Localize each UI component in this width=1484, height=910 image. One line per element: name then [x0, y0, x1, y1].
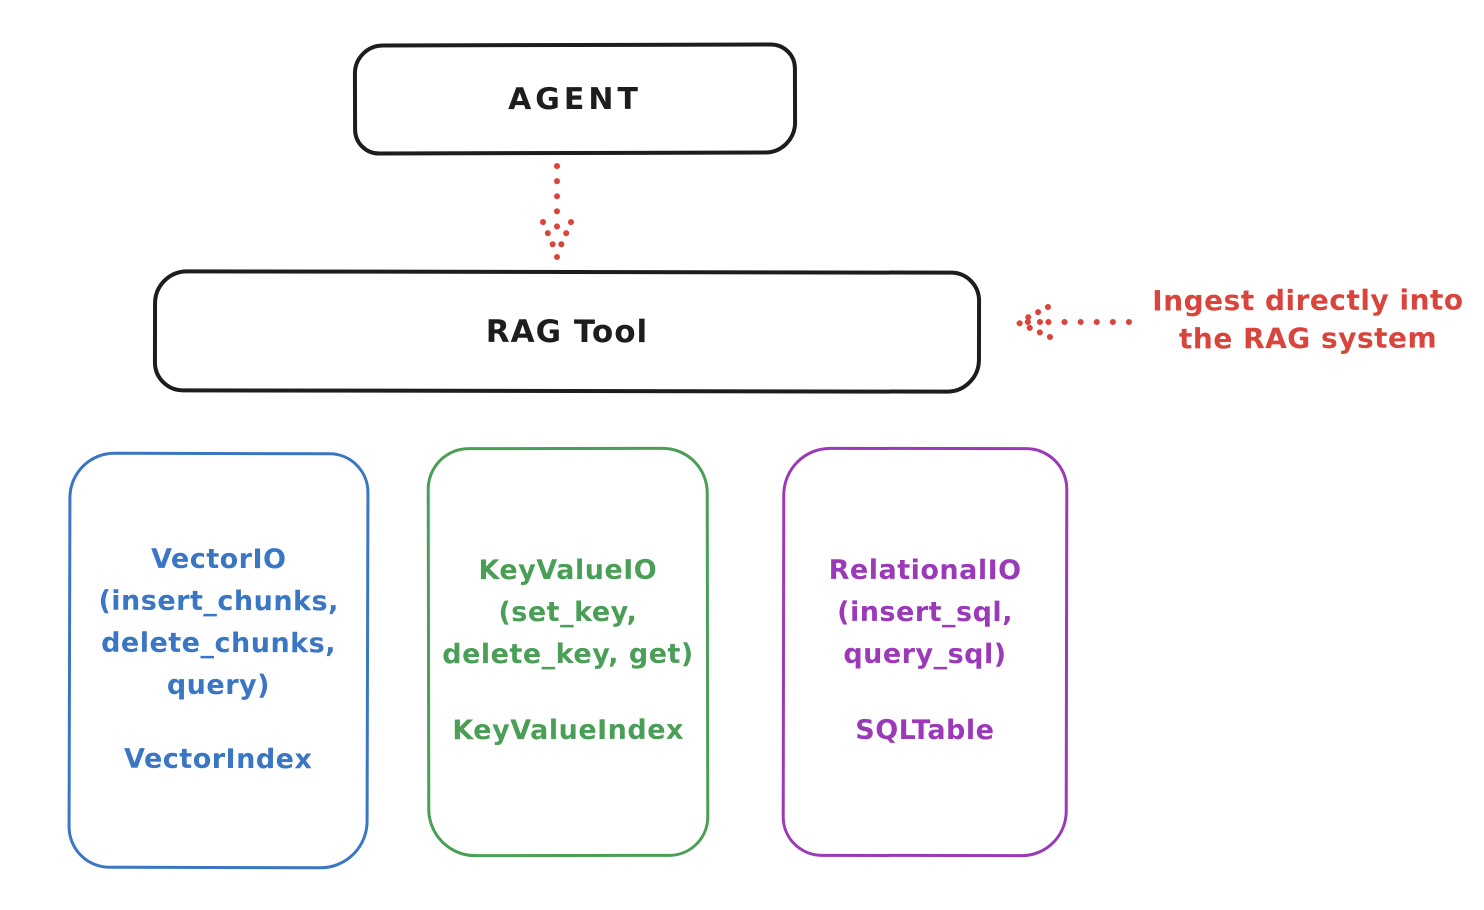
- agent-label: AGENT: [508, 81, 642, 117]
- vector-io-line-4: query): [166, 669, 271, 702]
- ingest-annotation: Ingest directly into the RAG system: [1138, 281, 1478, 358]
- relational-io-box: RelationalIO (insert_sql, query_sql) SQL…: [781, 446, 1069, 858]
- agent-box: AGENT: [352, 42, 798, 156]
- vector-io-box: VectorIO (insert_chunks, delete_chunks, …: [67, 451, 370, 870]
- keyvalue-io-line-3: delete_key, get): [442, 638, 694, 671]
- relational-io-line-1: RelationalIO: [828, 554, 1022, 587]
- keyvalue-io-title: KeyValueIO (set_key, delete_key, get): [442, 550, 694, 676]
- relational-io-line-3: query_sql): [843, 638, 1007, 671]
- vector-index-label: VectorIndex: [124, 743, 313, 776]
- relational-io-line-2: (insert_sql,: [837, 596, 1014, 629]
- arrow-left-icon: [1010, 299, 1134, 347]
- vector-io-line-3: delete_chunks,: [101, 627, 337, 660]
- rag-tool-box: RAG Tool: [152, 269, 982, 394]
- rag-tool-label: RAG Tool: [485, 313, 649, 350]
- keyvalue-io-box: KeyValueIO (set_key, delete_key, get) Ke…: [426, 446, 710, 858]
- keyvalue-index-label: KeyValueIndex: [452, 714, 684, 747]
- keyvalue-io-line-1: KeyValueIO: [478, 554, 658, 587]
- annotation-line-1: Ingest directly into: [1152, 283, 1464, 318]
- arrow-down-icon: [536, 160, 578, 262]
- relational-io-title: RelationalIO (insert_sql, query_sql): [828, 550, 1022, 676]
- vector-io-line-2: (insert_chunks,: [98, 585, 339, 618]
- vector-io-title: VectorIO (insert_chunks, delete_chunks, …: [98, 539, 339, 708]
- sql-table-label: SQLTable: [855, 714, 995, 747]
- annotation-line-2: the RAG system: [1178, 321, 1438, 356]
- keyvalue-io-line-2: (set_key,: [498, 596, 638, 629]
- vector-io-line-1: VectorIO: [150, 543, 287, 576]
